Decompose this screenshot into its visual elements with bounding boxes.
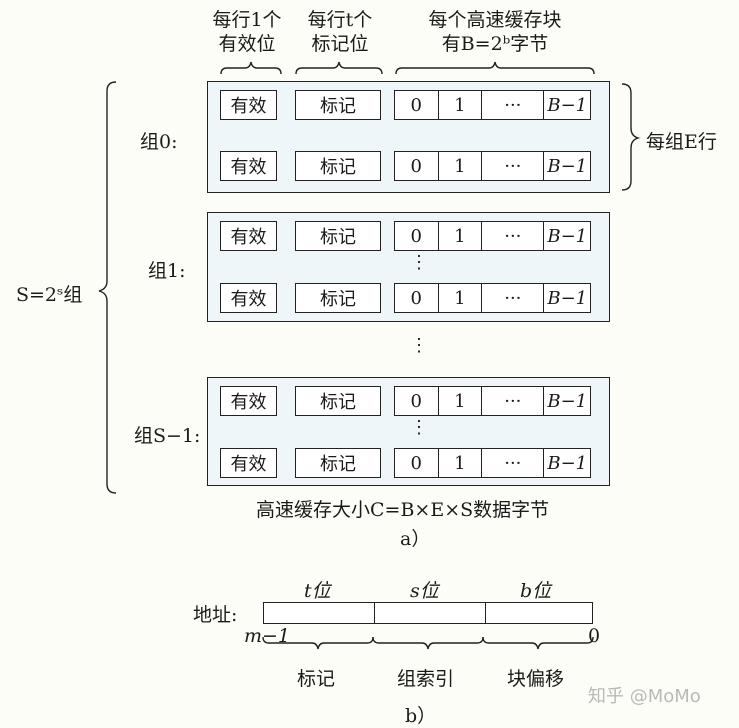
- address-bar: [263, 602, 593, 624]
- tag-cell: 标记: [295, 386, 381, 416]
- valid-bit-cell: 有效: [220, 283, 277, 313]
- byte-1: 1: [438, 91, 483, 119]
- set-label-last: 组S−1:: [134, 425, 201, 447]
- byte-ellipsis: ···: [482, 222, 545, 250]
- tag-cell: 标记: [295, 90, 381, 120]
- header-line: 有效位: [218, 33, 276, 55]
- valid-bit-cell: 有效: [220, 151, 277, 181]
- byte-0: 0: [395, 222, 439, 250]
- cache-block: 0 1 ··· B−1: [394, 448, 591, 478]
- caption-a: a）: [400, 528, 431, 550]
- vertical-ellipsis: ⋮: [410, 417, 428, 438]
- offset-bits-label: b位: [520, 580, 552, 602]
- tag-bits-header: 每行t个 标记位: [290, 8, 390, 56]
- byte-1: 1: [438, 449, 483, 477]
- offset-field-name: 块偏移: [507, 668, 565, 690]
- caption-b: b）: [405, 705, 437, 727]
- lines-per-set-label: 每组E行: [646, 131, 717, 153]
- byte-last: B−1: [544, 387, 591, 415]
- valid-bit-cell: 有效: [220, 386, 277, 416]
- valid-bit-header: 每行1个 有效位: [202, 8, 292, 56]
- brace-lines: [621, 83, 641, 191]
- valid-bit-cell: 有效: [220, 448, 277, 478]
- header-line: 每行1个: [212, 9, 282, 31]
- set-index-field: [375, 603, 486, 623]
- offset-field: [486, 603, 592, 623]
- byte-last: B−1: [544, 222, 591, 250]
- tag-cell: 标记: [295, 151, 381, 181]
- brace-set-index-field: [372, 636, 484, 650]
- high-bit-label: m−1: [244, 625, 290, 647]
- tag-cell: 标记: [295, 448, 381, 478]
- cache-block: 0 1 ··· B−1: [394, 221, 591, 251]
- valid-bit-cell: 有效: [220, 90, 277, 120]
- byte-1: 1: [438, 387, 483, 415]
- cache-block: 0 1 ··· B−1: [394, 151, 591, 181]
- brace-sets: [98, 81, 117, 494]
- byte-last: B−1: [544, 152, 591, 180]
- byte-ellipsis: ···: [482, 387, 545, 415]
- vertical-ellipsis: ⋮: [410, 335, 428, 356]
- byte-ellipsis: ···: [482, 449, 545, 477]
- byte-1: 1: [438, 152, 483, 180]
- set-label-0: 组0:: [140, 131, 178, 153]
- tag-cell: 标记: [295, 221, 381, 251]
- brace-block: [395, 61, 595, 75]
- byte-1: 1: [438, 222, 483, 250]
- byte-ellipsis: ···: [482, 152, 545, 180]
- header-line: 标记位: [311, 33, 369, 55]
- header-line: 每个高速缓存块: [428, 9, 562, 31]
- byte-last: B−1: [544, 449, 591, 477]
- set-label-1: 组1:: [148, 260, 186, 282]
- tag-cell: 标记: [295, 283, 381, 313]
- header-line: 每行t个: [307, 9, 373, 31]
- tag-bits-label: t位: [304, 580, 331, 602]
- cache-block: 0 1 ··· B−1: [394, 283, 591, 313]
- byte-ellipsis: ···: [482, 284, 545, 312]
- low-bit-label: 0: [588, 625, 601, 647]
- byte-0: 0: [395, 91, 439, 119]
- brace-offset-field: [482, 636, 594, 650]
- address-label: 地址:: [193, 604, 238, 626]
- byte-last: B−1: [544, 91, 591, 119]
- high-bit-value: m−1: [244, 625, 291, 647]
- brace-tag-field: [262, 636, 374, 650]
- brace-valid: [220, 61, 282, 75]
- watermark: 知乎 @MoMo: [588, 686, 701, 707]
- byte-0: 0: [395, 449, 439, 477]
- set-index-field-name: 组索引: [397, 668, 455, 690]
- byte-0: 0: [395, 387, 439, 415]
- cache-size-formula: 高速缓存大小C=B×E×S数据字节: [256, 499, 550, 521]
- tag-field-name: 标记: [297, 668, 336, 690]
- valid-bit-cell: 有效: [220, 221, 277, 251]
- vertical-ellipsis: ⋮: [410, 252, 428, 273]
- set-bits-label: s位: [410, 580, 439, 602]
- brace-tag: [295, 61, 383, 75]
- sets-count-label: S=2ˢ组: [16, 284, 83, 306]
- byte-ellipsis: ···: [482, 91, 545, 119]
- tag-field: [264, 603, 375, 623]
- byte-last: B−1: [544, 284, 591, 312]
- header-line: 有B=2ᵇ字节: [441, 33, 549, 55]
- byte-0: 0: [395, 284, 439, 312]
- byte-0: 0: [395, 152, 439, 180]
- block-bytes-header: 每个高速缓存块 有B=2ᵇ字节: [395, 8, 595, 56]
- cache-block: 0 1 ··· B−1: [394, 90, 591, 120]
- cache-block: 0 1 ··· B−1: [394, 386, 591, 416]
- byte-1: 1: [438, 284, 483, 312]
